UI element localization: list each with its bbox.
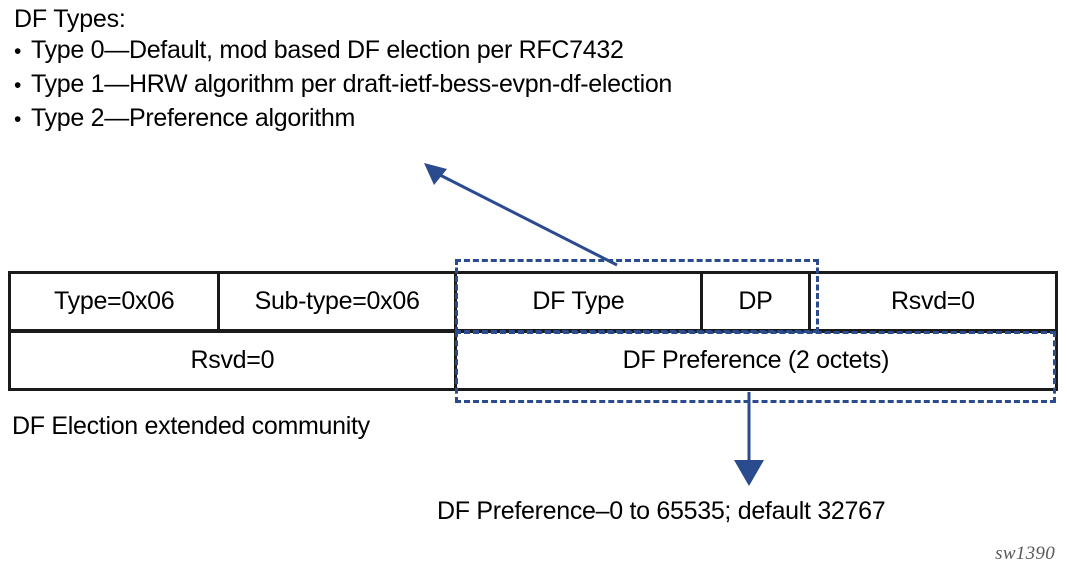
field-dp: DP [703, 274, 811, 329]
note-item-label: Type 1—HRW algorithm per draft-ietf-bess… [31, 70, 673, 98]
figure-id: sw1390 [995, 543, 1055, 564]
note-item-type-1: • Type 1—HRW algorithm per draft-ietf-be… [14, 68, 974, 102]
field-df-preference: DF Preference (2 octets) [622, 346, 890, 374]
note-item-label: Type 2—Preference algorithm [31, 104, 356, 132]
field-sub-type: Sub-type=0x06 [220, 274, 457, 329]
bullet-icon: • [14, 40, 22, 63]
bullet-icon: • [14, 108, 22, 131]
diagram-caption: DF Election extended community [12, 412, 370, 440]
df-preference-callout-arrow [734, 392, 764, 486]
field-rsvd-row1: Rsvd=0 [891, 287, 975, 315]
df-preference-range-annotation: DF Preference–0 to 65535; default 32767 [437, 497, 886, 525]
packet-row-1: Type=0x06 Sub-type=0x06 DF Type DP Rsvd=… [8, 271, 1058, 332]
bullet-icon: • [14, 74, 22, 97]
field-type: Type=0x06 [11, 274, 221, 329]
field-df-type: DF Type [457, 274, 704, 329]
df-type-callout-arrow [424, 163, 618, 267]
packet-row-2: Rsvd=0 DF Preference (2 octets) [8, 330, 1058, 391]
note-item-type-0: • Type 0—Default, mod based DF election … [14, 34, 974, 68]
df-election-extended-community-diagram: Type=0x06 Sub-type=0x06 DF Type DP Rsvd=… [8, 271, 1058, 393]
df-types-notes: DF Types: • Type 0—Default, mod based DF… [14, 4, 974, 136]
field-rsvd-row2: Rsvd=0 [11, 333, 457, 388]
notes-title: DF Types: [14, 5, 126, 33]
note-item-type-2: • Type 2—Preference algorithm [14, 102, 974, 136]
note-item-label: Type 0—Default, mod based DF election pe… [31, 36, 624, 64]
